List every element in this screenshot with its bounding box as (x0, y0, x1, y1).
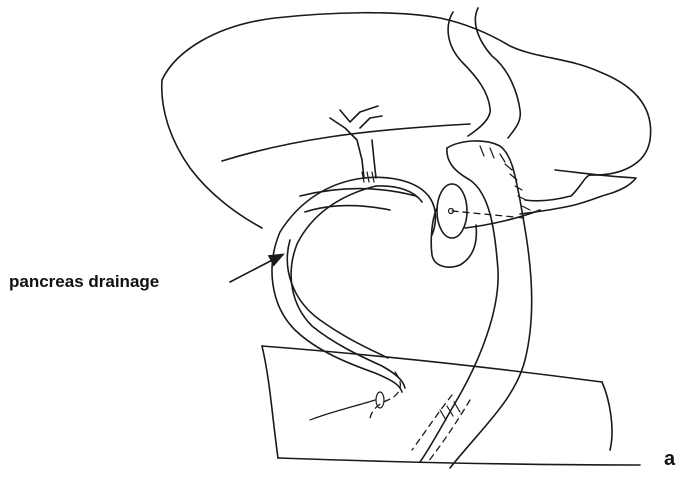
jejunal-limb (420, 141, 532, 468)
bile-duct (330, 106, 382, 182)
duodenum-tube (448, 8, 520, 138)
liver-outline (162, 13, 651, 228)
pancreas-drainage-label: pancreas drainage (9, 272, 159, 292)
pancreas-loop (431, 170, 636, 267)
intestine (262, 346, 640, 465)
annotation-arrow (230, 255, 282, 282)
panel-letter: a (664, 448, 675, 471)
